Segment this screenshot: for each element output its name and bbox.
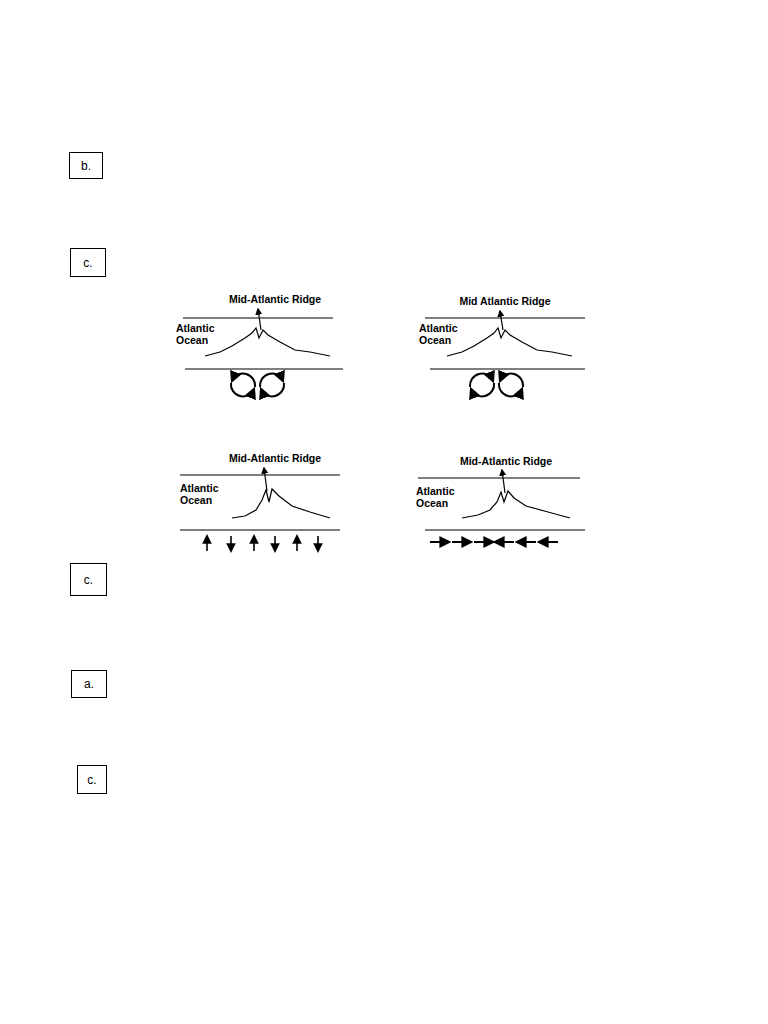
vertical-arrow [230, 536, 232, 551]
crust-line [185, 368, 343, 369]
answer-box: c. [77, 765, 107, 794]
vertical-arrow [274, 536, 276, 551]
sea-surface-line [418, 477, 580, 478]
panel-vertical [180, 468, 340, 530]
answer-letter: c. [83, 256, 92, 270]
answer-box: c. [70, 563, 107, 596]
crust-line [430, 368, 585, 369]
vertical-arrow [317, 536, 319, 551]
leader-arrow [264, 468, 267, 491]
ridge-profile [447, 328, 572, 356]
convection-arrow [260, 374, 283, 387]
convection-arrow [500, 374, 523, 387]
ridge-profile [205, 328, 330, 356]
horizontal-arrow [517, 541, 536, 543]
ocean-label: Atlantic Ocean [419, 322, 467, 346]
leader-arrow [500, 311, 503, 330]
crust-line [180, 529, 340, 530]
convection-arrow [232, 374, 255, 387]
vertical-arrow [296, 536, 298, 551]
answer-box: b. [69, 152, 103, 179]
ridge-label: Mid Atlantic Ridge [459, 295, 550, 307]
ridge-profile [232, 489, 330, 518]
horizontal-arrow [430, 541, 449, 543]
horizontal-arrow [452, 541, 471, 543]
answer-box: c. [70, 248, 106, 277]
leader-arrow [502, 470, 505, 493]
leader-arrow [258, 309, 261, 330]
ridge-label: Mid-Atlantic Ridge [229, 293, 321, 305]
answer-letter: a. [84, 677, 94, 691]
horizontal-arrow [495, 541, 514, 543]
convection-arrow [231, 383, 254, 396]
convection-arrow [261, 383, 284, 396]
horizontal-arrow [539, 541, 558, 543]
answer-box: a. [71, 670, 107, 698]
crust-line [425, 529, 585, 530]
ridge-label: Mid-Atlantic Ridge [460, 455, 552, 467]
ridge-profile [462, 491, 570, 518]
answer-letter: b. [81, 159, 91, 173]
vertical-arrow [206, 536, 208, 551]
ocean-label: Atlantic Ocean [176, 322, 224, 346]
ridge-label: Mid-Atlantic Ridge [229, 452, 321, 464]
horizontal-arrow [474, 541, 493, 543]
motion-arrows [207, 374, 558, 551]
answer-letter: c. [84, 573, 93, 587]
sea-surface-line [180, 474, 340, 475]
vertical-arrow [253, 536, 255, 551]
convection-arrow [470, 374, 493, 387]
answer-letter: c. [87, 773, 96, 787]
sea-surface-line [183, 317, 333, 318]
convection-arrow [499, 383, 522, 396]
convection-arrow [471, 383, 494, 396]
sea-surface-line [425, 317, 585, 318]
ocean-label: Atlantic Ocean [180, 482, 228, 506]
ocean-label: Atlantic Ocean [416, 485, 464, 509]
